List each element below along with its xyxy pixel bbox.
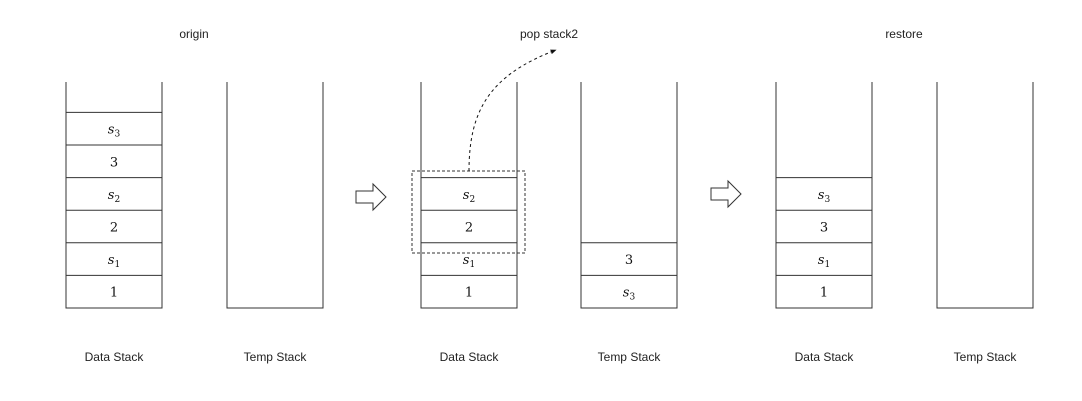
- stack-cell-value: 2: [465, 221, 473, 236]
- stack-cell-subscript: 1: [469, 260, 475, 270]
- stack-cell-value: 3: [110, 155, 118, 170]
- data-stack-label: Data Stack: [795, 350, 855, 364]
- stack-cell-value: s3: [108, 123, 121, 140]
- stack-cell-symbol: s: [463, 188, 470, 203]
- dashed-curved-arrow-icon: [468, 49, 557, 172]
- data-stack-label: Data Stack: [440, 350, 500, 364]
- temp-stack-label: Temp Stack: [954, 350, 1018, 364]
- data-stack-origin: [65, 82, 163, 309]
- stack-cell-value: s1: [818, 253, 830, 270]
- data-stack-restore: [775, 82, 873, 309]
- stack-cell-value: s3: [623, 286, 636, 303]
- hollow-right-arrow-icon: [710, 179, 742, 209]
- stack-cell-value: s3: [818, 188, 831, 205]
- temp-stack-pop: [580, 82, 678, 309]
- stack-cell-value: s2: [108, 188, 120, 205]
- panel-title-origin: origin: [179, 27, 208, 41]
- hollow-right-arrow-icon: [355, 182, 387, 212]
- stack-cell-value: s2: [463, 188, 475, 205]
- temp-stack-label: Temp Stack: [244, 350, 308, 364]
- data-stack-pop: [420, 82, 518, 309]
- stack-cell-subscript: 1: [114, 260, 120, 270]
- stack-cell-value: s1: [463, 253, 475, 270]
- stack-cell-subscript: 1: [824, 260, 830, 270]
- stack-cell-subscript: 3: [114, 130, 120, 140]
- stack-cell-subscript: 2: [469, 195, 475, 205]
- stack-cell-symbol: s: [108, 188, 115, 203]
- panel-title-pop-stack2: pop stack2: [520, 27, 578, 41]
- stack-cell-subscript: 3: [629, 293, 635, 303]
- temp-stack-label: Temp Stack: [598, 350, 662, 364]
- stack-cell-symbol: s: [463, 253, 470, 268]
- stack-cell-subscript: 3: [824, 195, 830, 205]
- stack-cell-value: 1: [820, 286, 828, 301]
- stack-cell-symbol: s: [818, 188, 825, 203]
- stack-cell-value: 3: [820, 221, 828, 236]
- stack-cell-value: 1: [465, 286, 473, 301]
- stack-cell-symbol: s: [818, 253, 825, 268]
- stack-cell-symbol: s: [108, 253, 115, 268]
- popped-items-highlight: [411, 170, 526, 254]
- stack-cell-value: s1: [108, 253, 120, 270]
- temp-stack-origin: [226, 82, 324, 309]
- temp-stack-restore: [936, 82, 1034, 309]
- stack-cell-symbol: s: [623, 286, 630, 301]
- panel-title-restore: restore: [885, 27, 923, 41]
- stack-cell-value: 2: [110, 221, 118, 236]
- stack-cell-value: 3: [625, 253, 633, 268]
- data-stack-label: Data Stack: [85, 350, 145, 364]
- stack-cell-symbol: s: [108, 123, 115, 138]
- stack-cell-subscript: 2: [114, 195, 120, 205]
- stack-cell-value: 1: [110, 286, 118, 301]
